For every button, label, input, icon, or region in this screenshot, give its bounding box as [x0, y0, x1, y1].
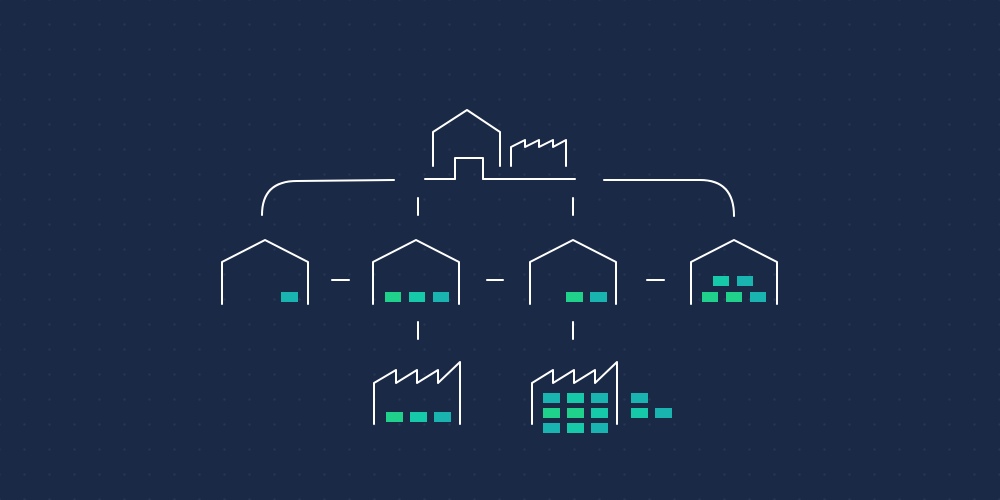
warehouse-4-outline: [690, 239, 778, 305]
house-outline: [432, 109, 501, 167]
factory-2-side-inventory: [631, 393, 672, 418]
inventory-box: [409, 292, 425, 302]
inventory-box: [434, 412, 451, 422]
inventory-box: [737, 276, 753, 286]
inventory-box: [631, 393, 648, 403]
factory-2-outline: [531, 361, 618, 425]
warehouse-1-inventory: [281, 292, 298, 302]
warehouse-3-outline: [529, 239, 617, 305]
factory-2-inventory: [543, 393, 608, 433]
warehouse-1-outline: [221, 239, 309, 305]
warehouse-2-inventory: [385, 292, 449, 302]
inventory-box: [591, 393, 608, 403]
inventory-box: [433, 292, 449, 302]
inventory-box: [543, 408, 560, 418]
inventory-box: [702, 292, 718, 302]
inventory-box: [750, 292, 766, 302]
house-door: [454, 157, 484, 180]
inventory-box: [566, 292, 583, 302]
inventory-box: [543, 423, 560, 433]
warehouse-3-inventory: [566, 292, 607, 302]
factory-1-outline: [373, 361, 461, 425]
inventory-box: [631, 408, 648, 418]
connector-right-curve: [603, 179, 735, 217]
headquarters-icon: [424, 109, 576, 180]
factory-roof-outline: [510, 139, 567, 167]
inventory-box: [543, 393, 560, 403]
factory-1-inventory: [386, 412, 451, 422]
warehouse-4-inventory: [702, 276, 766, 302]
inventory-box: [567, 423, 584, 433]
inventory-box: [567, 408, 584, 418]
inventory-box: [726, 292, 742, 302]
inventory-box: [386, 412, 403, 422]
inventory-box: [655, 408, 672, 418]
warehouse-2-outline: [372, 239, 460, 305]
inventory-box: [281, 292, 298, 302]
inventory-box: [713, 276, 729, 286]
inventory-box: [591, 423, 608, 433]
inventory-box: [567, 393, 584, 403]
inventory-box: [385, 292, 401, 302]
inventory-box: [591, 408, 608, 418]
inventory-box: [590, 292, 607, 302]
connector-left-curve: [261, 179, 395, 216]
inventory-box: [410, 412, 427, 422]
